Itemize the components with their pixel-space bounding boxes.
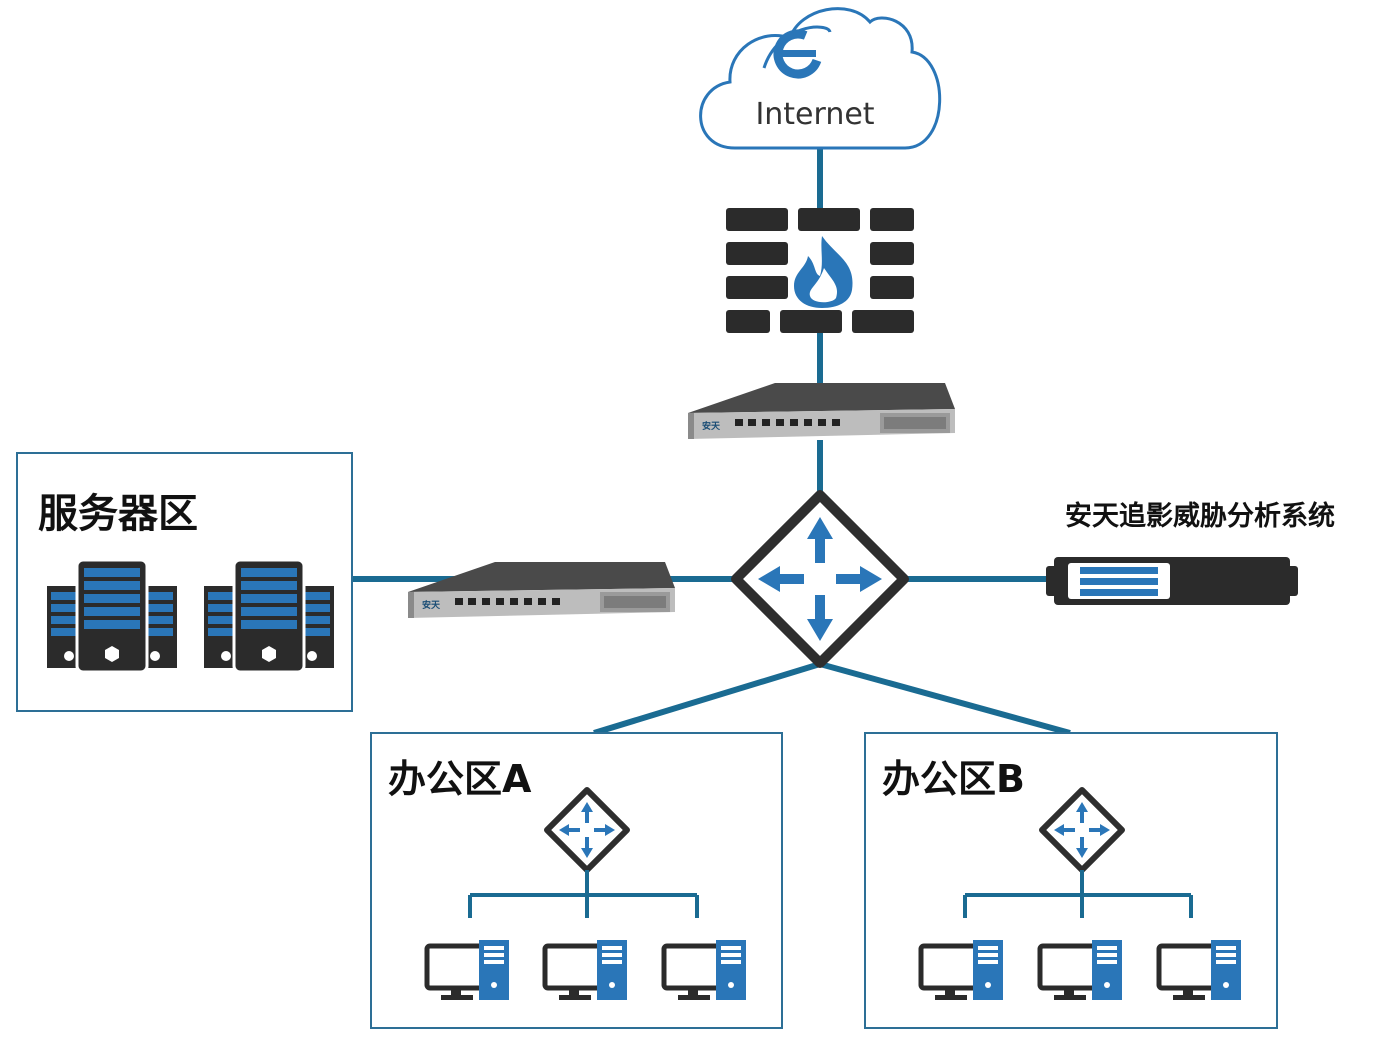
ie-logo-icon bbox=[762, 25, 832, 79]
appliance-left-brand: 安天 bbox=[422, 599, 441, 611]
office-zone-b: 办公区B bbox=[864, 732, 1278, 1029]
core-router-icon bbox=[731, 490, 909, 668]
server-zone-label: 服务器区 bbox=[38, 491, 198, 537]
internet-cloud: Internet bbox=[699, 7, 942, 150]
analysis-appliance-icon bbox=[1046, 557, 1298, 605]
appliance-top: 安天 bbox=[688, 383, 955, 439]
internet-label: Internet bbox=[755, 97, 874, 132]
office-zone-b-label: 办公区B bbox=[882, 757, 1025, 801]
office-zone-a-label: 办公区A bbox=[388, 757, 532, 801]
analysis-system-label: 安天追影威胁分析系统 bbox=[1065, 500, 1335, 532]
connection-links bbox=[352, 148, 1071, 736]
link-core-office-b bbox=[819, 661, 1071, 736]
server-zone: 服务器区 bbox=[16, 452, 353, 712]
appliance-left: 安天 bbox=[408, 562, 675, 618]
analysis-system: 安天追影威胁分析系统 bbox=[1046, 500, 1335, 605]
office-a-lan-lines bbox=[468, 870, 699, 918]
office-b-lan-lines bbox=[963, 870, 1193, 918]
appliance-top-brand: 安天 bbox=[702, 420, 721, 432]
firewall-icon bbox=[726, 208, 914, 333]
office-zone-a: 办公区A bbox=[370, 732, 783, 1029]
link-core-office-a bbox=[593, 661, 821, 736]
flame-icon bbox=[794, 236, 853, 308]
